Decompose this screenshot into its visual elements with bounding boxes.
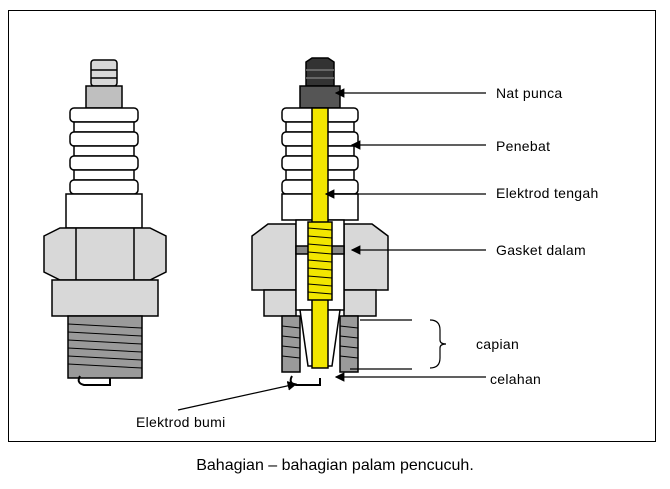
hex-body [43, 227, 167, 281]
section-hex-left [251, 223, 297, 291]
terminal-nut [90, 59, 118, 87]
capian-brace [429, 319, 447, 369]
section-terminal-nut [305, 57, 335, 87]
insulator-ribs [65, 107, 143, 229]
label-elektrod-tengah: Elektrod tengah [496, 185, 599, 201]
section-terminal-base [299, 85, 341, 109]
spark-plug-section [251, 57, 389, 386]
label-gasket-dalam: Gasket dalam [496, 242, 586, 258]
ground-electrode-external [77, 375, 111, 386]
label-nat-punca: Nat punca [496, 85, 563, 101]
threads [67, 315, 143, 379]
section-hex-right [343, 223, 389, 291]
label-penebat: Penebat [496, 138, 551, 154]
label-elektrod-bumi: Elektrod bumi [136, 414, 226, 430]
leader-lines [177, 88, 486, 411]
section-threads [281, 315, 359, 373]
spark-plug-external [43, 59, 167, 386]
label-capian: capian [476, 336, 520, 352]
lower-shell [51, 279, 159, 317]
figure-caption: Bahagian – bahagian palam pencucuh. [196, 457, 474, 474]
label-celahan: celahan [490, 371, 542, 387]
arrow-elektrod-bumi [177, 381, 298, 411]
terminal-base [85, 85, 123, 109]
